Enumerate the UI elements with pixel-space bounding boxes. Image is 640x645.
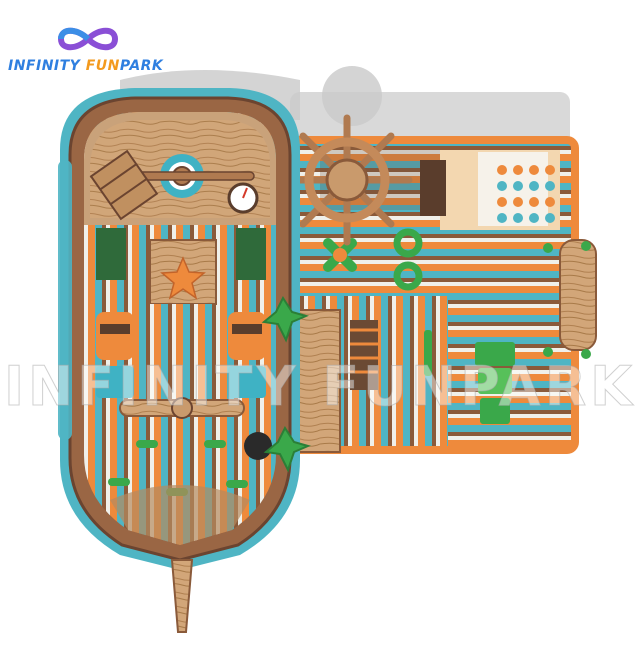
cannon-posts [96, 312, 266, 398]
infinity-icon [57, 27, 119, 51]
brand-name-part-3: PARK [119, 58, 164, 74]
brand-name-part-1: INFINITY [8, 58, 86, 74]
pop-up-obstacle-grid [497, 165, 555, 223]
brand-name: INFINITY FUNPARK [8, 58, 163, 74]
ship-wheel [281, 114, 413, 246]
ship-hull [58, 88, 300, 633]
green-obstacles [322, 228, 515, 424]
green-star-obstacles [244, 295, 311, 473]
brand-logo: INFINITY FUNPARK [8, 22, 163, 82]
brand-name-part-2: FUN [85, 58, 120, 74]
wooden-side-platform [543, 239, 597, 359]
